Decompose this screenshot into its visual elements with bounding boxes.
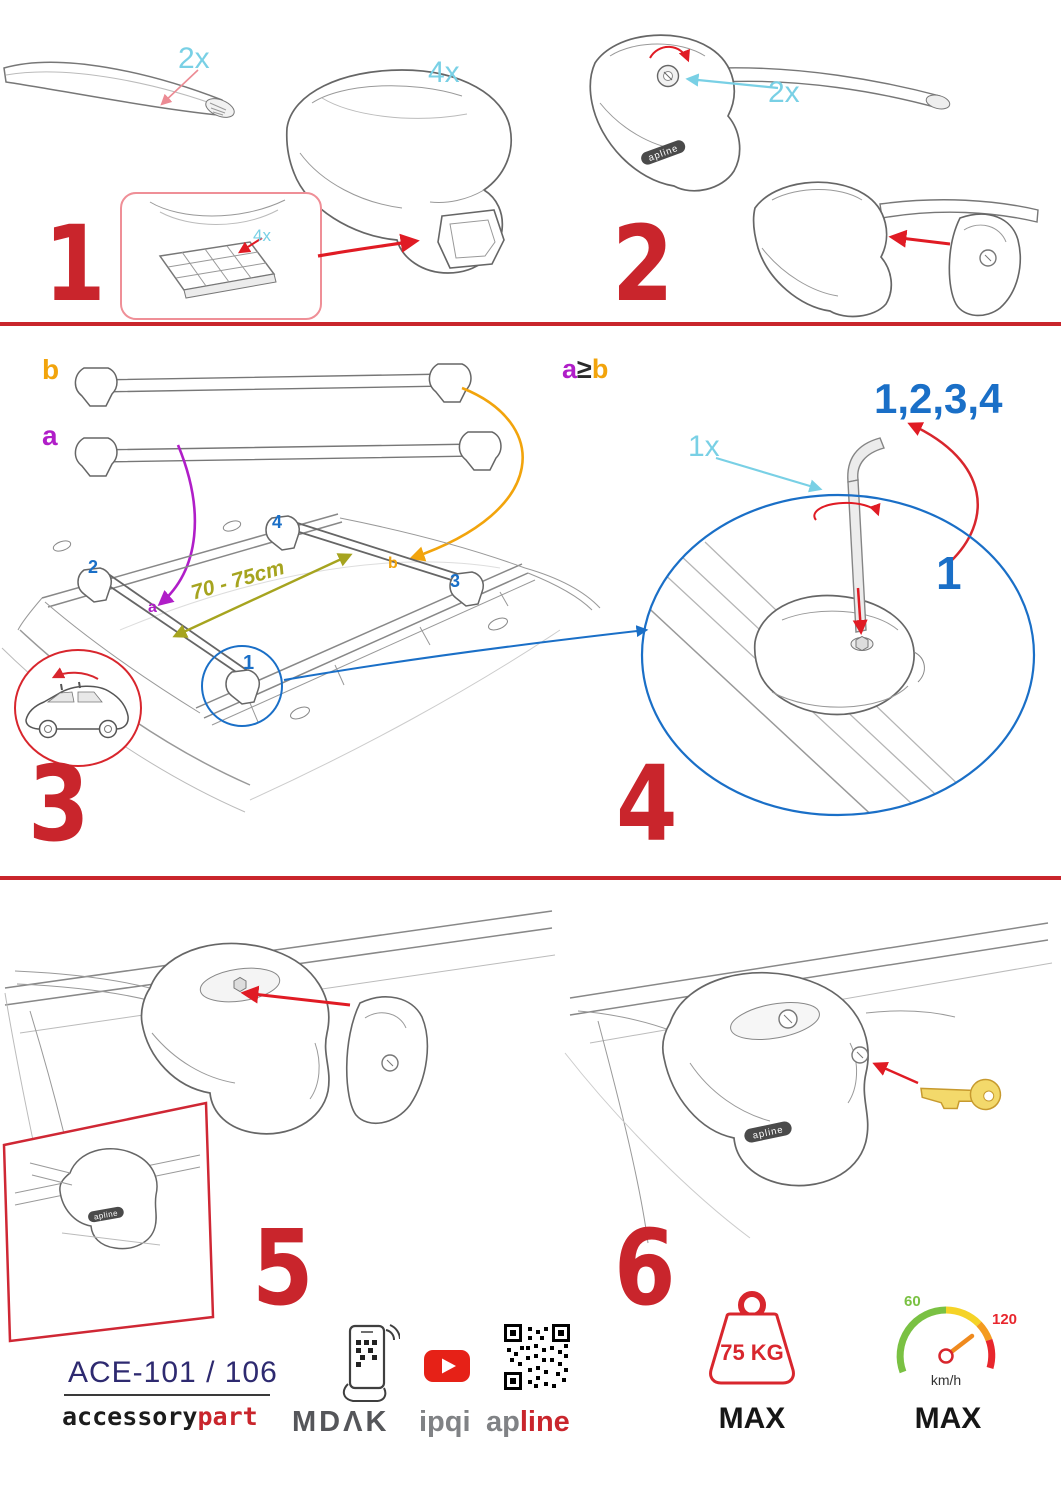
foot-closeup xyxy=(753,594,925,716)
speedometer-icon xyxy=(896,1306,996,1374)
foot-open-drawing xyxy=(140,942,330,1135)
rule-a: a xyxy=(562,354,578,384)
apline-line: line xyxy=(519,1406,570,1438)
torque-detail-drawing xyxy=(640,422,1036,817)
ipqi-logo: ipqi xyxy=(419,1406,471,1438)
lock-key-drawing: apline xyxy=(564,922,1053,1244)
callout-ellipse xyxy=(640,493,1036,817)
qr-code xyxy=(504,1324,570,1390)
speed-high-label: 120 xyxy=(992,1311,1018,1328)
section-divider xyxy=(0,876,1061,880)
max-speed-label: MAX xyxy=(914,1402,982,1435)
crossbar-b xyxy=(74,363,472,407)
quantity-label-pads: 4x xyxy=(253,226,271,245)
position-3-label: 3 xyxy=(450,571,461,591)
rubber-pad-drawing xyxy=(149,199,286,299)
bar-b-label: b xyxy=(42,354,60,385)
brand-wordmark: accessorypart xyxy=(62,1402,258,1431)
foot-drawing xyxy=(285,69,512,274)
position-4-label: 4 xyxy=(272,512,283,532)
crossbar-a xyxy=(74,431,502,477)
position-2-label: 2 xyxy=(88,557,99,577)
roof-a-label: a xyxy=(148,599,157,616)
logo-divider-line xyxy=(64,1394,270,1396)
rule-b: b xyxy=(591,354,609,384)
max-weight-value: 75 KG xyxy=(720,1340,784,1365)
foot-locked-drawing: apline xyxy=(661,971,869,1187)
step-1-number: 1 xyxy=(44,203,106,325)
roof-b-label: b xyxy=(388,555,398,572)
weight-limit-icon xyxy=(709,1291,795,1385)
rule-operator: ≥ xyxy=(577,354,592,384)
tightening-sequence: 1,2,3,4 xyxy=(874,375,1003,422)
apline-logo-text: apline xyxy=(93,1208,119,1221)
step-6-number: 6 xyxy=(614,1207,676,1329)
brand-accessory: accessory xyxy=(62,1402,198,1431)
sequence-position-1: 1 xyxy=(936,547,962,599)
max-weight-label: MAX xyxy=(718,1402,786,1435)
step-3-number: 3 xyxy=(28,743,90,865)
lock-and-cover-drawing: apline xyxy=(589,34,1039,318)
apline-ap: ap xyxy=(486,1406,520,1438)
quantity-label-bars: 2x xyxy=(178,42,210,75)
cover-install-drawing: apline xyxy=(2,910,556,1343)
car-roof-drawing xyxy=(1,513,601,813)
step-5-number: 5 xyxy=(252,1207,314,1329)
mdak-logo: MDΛK xyxy=(292,1406,390,1438)
apline-wordmark: apline xyxy=(486,1406,570,1439)
step-4-number: 4 xyxy=(616,743,678,865)
car-inset xyxy=(14,649,142,767)
pad-to-foot-arrow xyxy=(317,233,420,258)
position-1-label: 1 xyxy=(243,652,255,674)
quantity-label-locks: 2x xyxy=(768,76,800,109)
speed-unit-label: km/h xyxy=(930,1372,962,1388)
crossbar-drawing xyxy=(3,61,235,118)
bars-on-roof-diagram xyxy=(1,363,649,813)
cover-piece-drawing xyxy=(345,996,429,1124)
brand-part: part xyxy=(197,1402,258,1431)
quantity-label-feet: 4x xyxy=(428,56,460,89)
quantity-label-tool: 1x xyxy=(688,430,720,463)
model-number: ACE-101 / 106 xyxy=(68,1356,278,1389)
speed-low-label: 60 xyxy=(904,1293,921,1310)
section-divider xyxy=(0,322,1061,326)
youtube-icon xyxy=(424,1350,470,1382)
phone-qr-scan-icon xyxy=(342,1324,400,1402)
length-rule-label: a≥b xyxy=(562,356,608,383)
bar-a-label: a xyxy=(42,420,58,451)
step-2-number: 2 xyxy=(612,203,674,325)
key-drawing xyxy=(920,1078,1002,1111)
rubber-pad-inset xyxy=(120,192,322,320)
locked-foot-inset: apline xyxy=(2,1101,215,1343)
